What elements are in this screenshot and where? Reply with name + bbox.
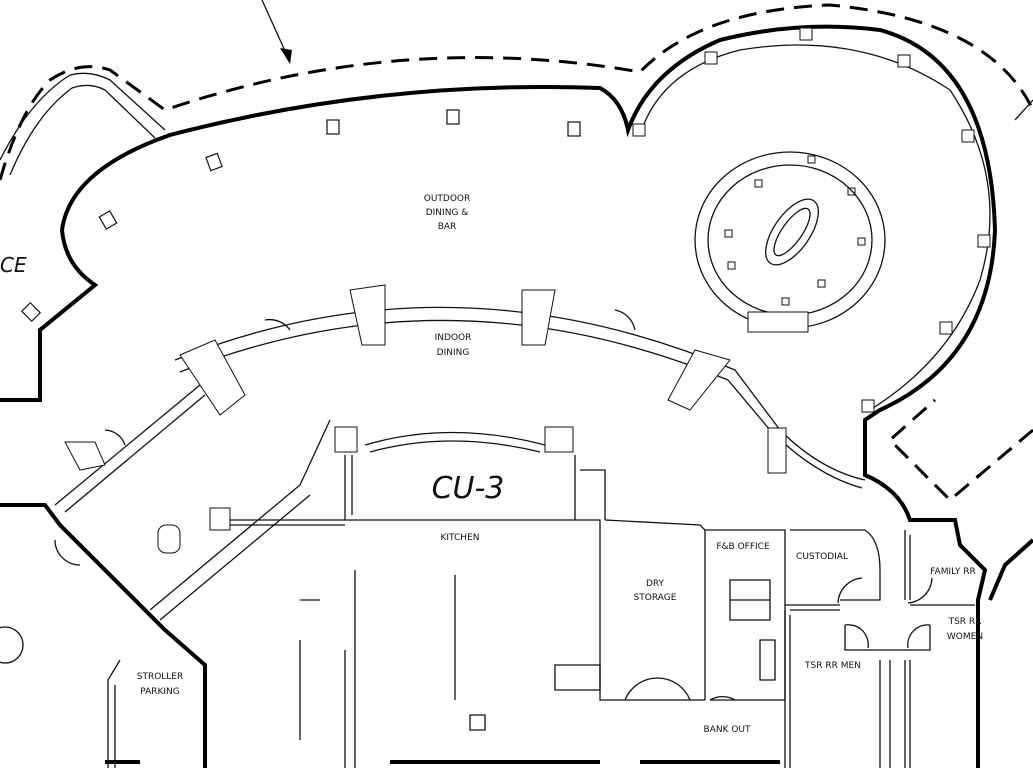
- bar-island-inner: [773, 207, 811, 257]
- indoor-dining-storefront: [54, 384, 331, 621]
- bar-counter-inner: [707, 164, 873, 316]
- room-label-custodial: CUSTODIAL: [796, 552, 848, 562]
- bar-island: [765, 198, 819, 266]
- room-label-fb-office: F&B OFFICE: [716, 542, 770, 552]
- room-label-tsr-women: TSR RR: [948, 617, 982, 627]
- room-label-tsr-men: TSR RR MEN: [804, 661, 861, 671]
- room-label-outdoor-dining: DINING &: [426, 208, 469, 218]
- leader-arrow-right: [1014, 99, 1033, 121]
- room-label-indoor-dining: INDOOR: [435, 333, 472, 343]
- indoor-columns: [64, 284, 787, 554]
- outdoor-tables: [20, 109, 581, 323]
- partial-room-label: CE: [0, 253, 27, 277]
- room-label-outdoor-dining: OUTDOOR: [424, 194, 471, 204]
- building-outline-left: [0, 503, 207, 768]
- ramp-rail: [9, 84, 156, 176]
- boundary-dashed-line-right: [887, 398, 1033, 503]
- kitchen-walls: [230, 455, 975, 768]
- room-label-stroller-parking: STROLLER: [137, 672, 184, 682]
- room-label-kitchen: KITCHEN: [441, 533, 480, 543]
- unit-id-label: CU-3: [432, 471, 505, 506]
- room-label-bank-out: BANK OUT: [704, 725, 751, 735]
- building-outline: [0, 24, 998, 768]
- room-label-stroller-parking: PARKING: [140, 687, 180, 697]
- indoor-dining-wall: [179, 319, 863, 489]
- boundary-dashed-line: [0, 3, 1033, 181]
- room-label-dry-storage: DRY: [646, 579, 665, 589]
- room-label-family-rr: FAMILY RR: [930, 567, 976, 577]
- door-swings: [0, 309, 933, 701]
- stroller-parking-wall: [107, 659, 121, 768]
- room-label-indoor-dining: DINING: [437, 348, 470, 358]
- bar-stools: [724, 155, 866, 306]
- room-label-outdoor-dining: BAR: [438, 222, 457, 232]
- building-outline-right: [988, 538, 1033, 601]
- terrace-columns: [632, 27, 991, 413]
- arrow-head-icon: [280, 48, 292, 64]
- bar-counter: [694, 151, 886, 329]
- indoor-dining-wall: [174, 306, 866, 481]
- kitchen-canopy: [364, 431, 546, 453]
- room-label-tsr-women: WOMEN: [947, 632, 983, 642]
- room-label-dry-storage: STORAGE: [634, 593, 677, 603]
- ramp-rail: [0, 72, 166, 161]
